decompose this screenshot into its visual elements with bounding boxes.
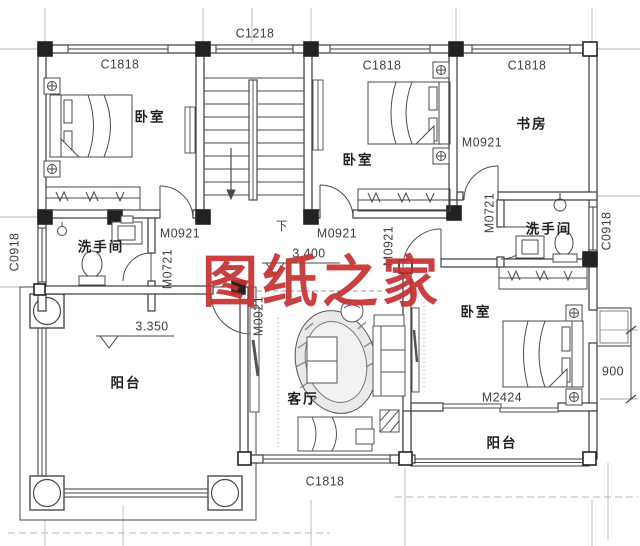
- door-label-m0721-bath-right: M0721: [481, 192, 497, 234]
- bed-bedroom2: [367, 61, 451, 165]
- window-label-c1818-study: C1818: [507, 57, 547, 73]
- wardrobes: [45, 186, 588, 290]
- door-label-m2424-balcony: M2424: [481, 389, 523, 405]
- living-room-furniture: [249, 299, 425, 452]
- room-label-bedroom2: 卧室: [342, 152, 374, 168]
- stairs-down-label: 下: [276, 219, 288, 233]
- window-label-c1818-living: C1818: [305, 473, 345, 489]
- room-label-study: 书房: [516, 116, 548, 132]
- room-label-balcony-bottom: 阳台: [486, 435, 518, 451]
- door-label-m0921-bedroom2: M0921: [316, 225, 358, 241]
- window-label-c0918-right: C0918: [598, 211, 614, 251]
- door-label-m0921-bedroom1: M0921: [159, 225, 201, 241]
- elevation-label-floor: 3.400: [292, 245, 326, 261]
- stairs: [184, 77, 324, 201]
- bed-bedroom1: [43, 77, 133, 178]
- right-niche: [596, 307, 632, 347]
- room-label-bedroom1: 卧室: [134, 109, 166, 125]
- doors: [122, 165, 559, 413]
- windows: [37, 44, 598, 464]
- annotations: [96, 262, 638, 404]
- left-balcony-structure: [19, 286, 257, 521]
- door-label-m0721-bath-left: M0721: [159, 248, 175, 290]
- watermark-text: 图纸之家: [202, 250, 442, 316]
- dimension-label-900: 900: [601, 363, 625, 379]
- window-label-c1818-bedroom2: C1818: [362, 57, 402, 73]
- window-label-c1218-stairs: C1218: [235, 25, 275, 41]
- bathroom-right-fixtures: [515, 193, 578, 263]
- room-label-living: 客厅: [287, 391, 319, 407]
- door-label-m0921-study: M0921: [461, 134, 503, 150]
- bed-bedroom3: [502, 304, 584, 406]
- bottom-balcony-structure: [410, 458, 590, 467]
- room-label-bedroom3: 卧室: [460, 304, 492, 320]
- bathroom-left-fixtures: [57, 215, 143, 286]
- room-label-balcony-left: 阳台: [110, 375, 142, 391]
- window-label-c0918-left: C0918: [6, 232, 22, 272]
- room-label-bathroom-right: 洗手间: [525, 221, 573, 237]
- grid-lines: [0, 8, 640, 546]
- room-label-bathroom-left: 洗手间: [77, 239, 125, 255]
- window-label-c1818-bedroom1: C1818: [100, 56, 140, 72]
- elevation-label-balcony: 3.350: [135, 318, 169, 334]
